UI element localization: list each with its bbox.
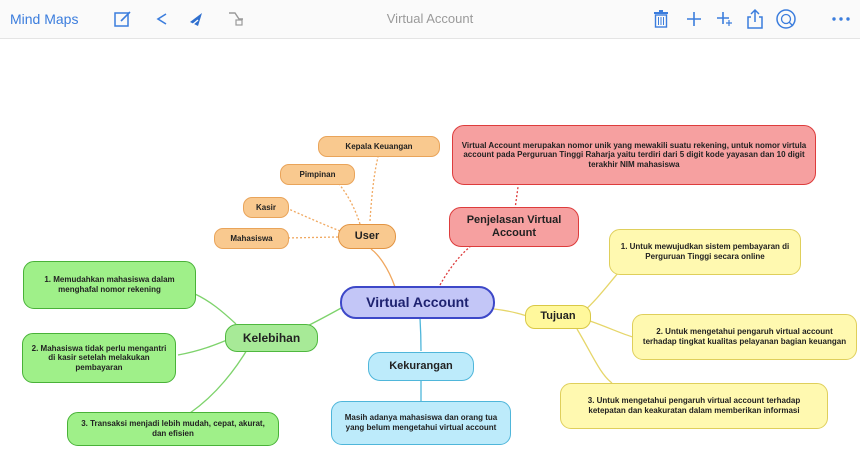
link-kelebihan-1 xyxy=(194,293,237,325)
link-kelebihan-3 xyxy=(189,344,251,414)
link-user-kepala xyxy=(369,156,379,222)
node-penjelasan-text[interactable]: Virtual Account merupakan nomor unik yan… xyxy=(452,125,816,185)
mind-maps-back-link[interactable]: Mind Maps xyxy=(10,11,79,27)
link-center-penjelasan xyxy=(439,246,471,286)
trash-icon[interactable] xyxy=(653,0,669,38)
node-tujuan-2[interactable]: 2. Untuk mengetahui pengaruh virtual acc… xyxy=(632,314,857,360)
toolbar: Mind Maps Virtual Account xyxy=(0,0,860,39)
link-tujuan-3 xyxy=(576,328,613,384)
link-penjelasan-text xyxy=(514,186,519,210)
node-kepala-keuangan[interactable]: Kepala Keuangan xyxy=(318,136,440,157)
node-mahasiswa[interactable]: Mahasiswa xyxy=(214,228,289,249)
layout-icon[interactable] xyxy=(227,0,245,38)
node-tujuan[interactable]: Tujuan xyxy=(525,305,591,329)
mind-map-canvas[interactable]: Kepala Keuangan Pimpinan Kasir Mahasiswa… xyxy=(0,39,860,451)
theme-icon[interactable] xyxy=(775,0,797,38)
node-tujuan-3[interactable]: 3. Untuk mengetahui pengaruh virtual acc… xyxy=(560,383,828,429)
link-user-mahasiswa xyxy=(284,236,339,239)
edit-icon[interactable] xyxy=(113,0,133,38)
link-tujuan-2 xyxy=(589,320,634,338)
node-kelebihan[interactable]: Kelebihan xyxy=(225,324,318,352)
node-kekurangan-text[interactable]: Masih adanya mahasiswa dan orang tua yan… xyxy=(331,401,511,445)
link-user-pimpinan xyxy=(329,173,361,225)
link-center-user xyxy=(370,248,396,288)
link-center-kekurangan xyxy=(419,317,422,352)
share-icon[interactable] xyxy=(746,0,764,38)
add-child-icon[interactable] xyxy=(715,0,733,38)
link-kelebihan-2 xyxy=(177,337,233,356)
node-kelebihan-2[interactable]: 2. Mahasiswa tidak perlu mengantri di ka… xyxy=(22,333,176,383)
add-node-icon[interactable] xyxy=(686,0,702,38)
node-virtual-account[interactable]: Virtual Account xyxy=(340,286,495,319)
node-penjelasan[interactable]: Penjelasan Virtual Account xyxy=(449,207,579,247)
node-kekurangan[interactable]: Kekurangan xyxy=(368,352,474,381)
undo-icon[interactable] xyxy=(155,0,169,38)
node-user[interactable]: User xyxy=(338,224,396,249)
node-kelebihan-1[interactable]: 1. Memudahkan mahasiswa dalam menghafal … xyxy=(23,261,196,309)
node-kelebihan-3[interactable]: 3. Transaksi menjadi lebih mudah, cepat,… xyxy=(67,412,279,446)
link-user-kasir xyxy=(283,206,341,232)
node-kasir[interactable]: Kasir xyxy=(243,197,289,218)
redo-icon[interactable] xyxy=(188,0,208,38)
more-icon[interactable] xyxy=(831,0,851,38)
node-pimpinan[interactable]: Pimpinan xyxy=(280,164,355,185)
node-tujuan-1[interactable]: 1. Untuk mewujudkan sistem pembayaran di… xyxy=(609,229,801,275)
